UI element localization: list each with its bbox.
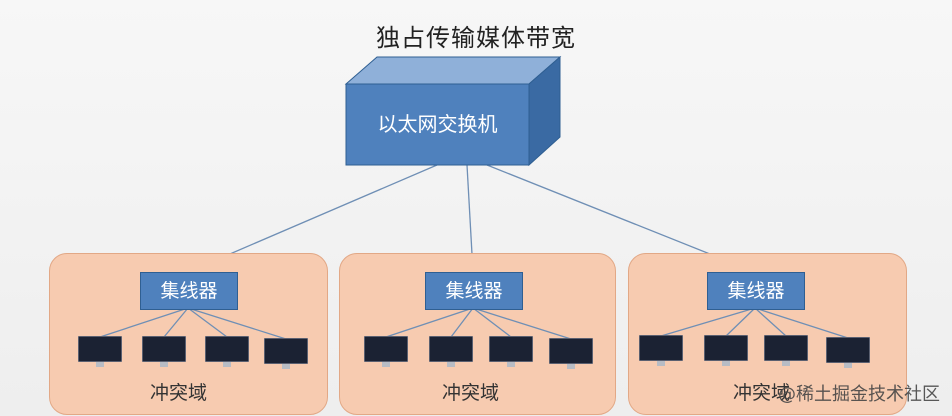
computer-icon xyxy=(549,338,593,370)
computer-icon xyxy=(78,336,122,368)
computer-icon xyxy=(142,336,186,368)
computer-icon xyxy=(205,336,249,368)
computer-icon xyxy=(489,336,533,368)
hub-1: 集线器 xyxy=(140,272,238,310)
diagram-title: 独占传输媒体带宽 xyxy=(376,24,576,52)
hub-2: 集线器 xyxy=(425,272,523,310)
collision-domain-label-3: 冲突域 xyxy=(733,382,791,404)
computer-icon xyxy=(639,335,683,367)
computer-icon xyxy=(364,336,408,368)
collision-domain-label-2: 冲突域 xyxy=(442,382,500,404)
computer-icon xyxy=(704,335,748,367)
watermark: @稀土掘金技术社区 xyxy=(778,384,940,405)
switch-label: 以太网交换机 xyxy=(377,112,498,136)
computer-icon xyxy=(264,338,308,370)
computer-icon xyxy=(826,337,870,369)
hub-3: 集线器 xyxy=(707,272,805,310)
computer-icon xyxy=(429,336,473,368)
collision-domain-label-1: 冲突域 xyxy=(150,382,208,404)
computer-icon xyxy=(764,335,808,367)
